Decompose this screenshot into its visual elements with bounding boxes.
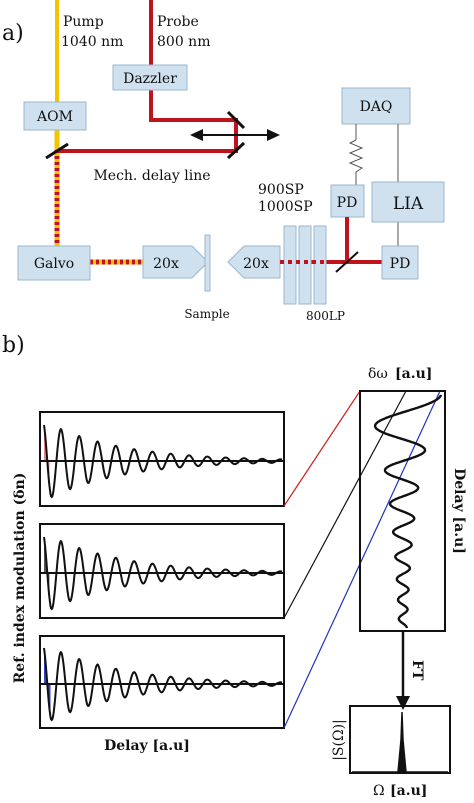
filter-900sp <box>283 225 297 305</box>
aom-box <box>23 101 87 131</box>
omega-unit: [a.u] <box>390 783 427 799</box>
pd-top-label: PD <box>337 195 358 211</box>
pump-label-2: 1040 nm <box>61 34 123 50</box>
connector-line-black <box>283 390 407 619</box>
combiner-mirror <box>45 142 69 160</box>
spectrum-ylabel: |S(Ω)| <box>331 719 347 761</box>
probe-label-2: 800 nm <box>157 34 210 50</box>
dazzler-label: Dazzler <box>123 71 177 87</box>
daq-label: DAQ <box>360 99 393 115</box>
daq-pd-cable <box>348 139 364 185</box>
signal-trace-1 <box>43 424 283 499</box>
omega-symbol: Ω <box>373 783 385 799</box>
ft-label: FT <box>409 660 425 681</box>
panel-a: a) AOM Dazzler DAQ PD <box>2 0 445 323</box>
delay-mirror-top <box>226 110 246 130</box>
dw-unit: [a.u] <box>395 366 432 382</box>
pump-label-1: Pump <box>63 14 104 30</box>
filter-800lp <box>313 225 327 305</box>
delay-arrow-icon <box>190 129 280 141</box>
signal-plot-2 <box>39 523 285 619</box>
delay-mirror-bottom <box>226 141 246 160</box>
sample-label: Sample <box>184 307 229 321</box>
signal-plot-3 <box>39 635 285 729</box>
filter-800lp-label: 800LP <box>306 309 345 323</box>
daq-box <box>341 87 411 125</box>
galvo-label: Galvo <box>34 256 74 272</box>
lia-label: LIA <box>393 194 424 214</box>
x-axis-label: Delay [a.u] <box>104 738 190 754</box>
aom-label: AOM <box>36 109 73 125</box>
signal-trace-3 <box>43 647 283 722</box>
probe-label-1: Probe <box>157 14 199 30</box>
panel-b-label: b) <box>2 333 25 358</box>
filter-1000sp <box>298 225 312 305</box>
signal-plot-1 <box>39 411 285 507</box>
filter-1000sp-label: 1000SP <box>258 199 313 215</box>
objective-left-label: 20x <box>153 256 179 272</box>
objective-left-shape <box>142 245 209 279</box>
chirp-trace <box>373 394 443 629</box>
ft-arrow-icon <box>396 696 410 710</box>
galvo-box <box>17 245 91 281</box>
dw-symbol: δω <box>368 366 388 382</box>
delay-rotated-label: Delay [a.u] <box>451 468 467 554</box>
spectrum-peak <box>352 711 448 773</box>
connector-line-blue <box>283 390 441 729</box>
sample-slide <box>204 234 211 292</box>
connector-line-red <box>283 390 361 507</box>
pd-right-label: PD <box>390 256 411 272</box>
objective-right-label: 20x <box>243 256 269 272</box>
delay-line-label: Mech. delay line <box>93 168 210 184</box>
beamsplitter <box>335 251 359 273</box>
filter-900sp-label: 900SP <box>258 182 304 198</box>
y-axis-label: Ref. index modulation (δn) <box>12 473 28 684</box>
panel-b: b) Ref. index modulation (δn) Delay [a.u… <box>2 333 467 799</box>
pd-right-box <box>381 245 419 280</box>
signal-trace-2 <box>43 536 283 611</box>
panel-a-label: a) <box>2 21 24 46</box>
spectrum-plot <box>349 705 451 774</box>
lia-box <box>371 181 445 223</box>
dazzler-box <box>112 64 188 91</box>
